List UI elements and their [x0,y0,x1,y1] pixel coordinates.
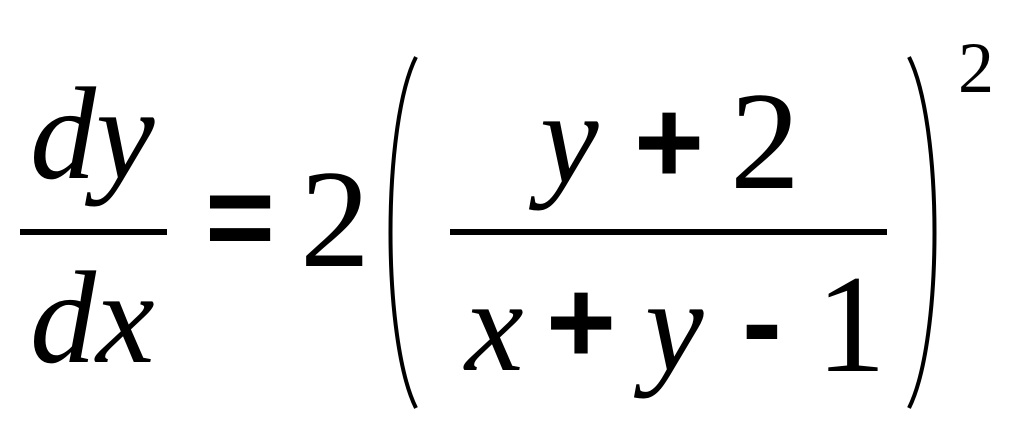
lhs-numerator: dy [30,60,155,207]
lhs-denominator: dx [30,244,155,391]
rhs-numerator-constant: 2 [730,64,800,219]
coefficient: 2 [300,142,370,297]
rhs-denominator-y: y [645,252,704,399]
left-parenthesis-icon [388,56,418,409]
lhs-fraction-bar [20,229,167,235]
rhs-denominator-minus: - [742,255,782,389]
rhs-numerator-y: y [540,64,599,211]
rhs-denominator-x: x [465,252,524,399]
equals-sign: = [205,150,276,284]
rhs-fraction-bar [450,229,887,235]
exponent: 2 [958,28,994,108]
rhs-denominator-plus: + [546,255,617,389]
rhs-numerator-plus: + [634,75,705,209]
right-parenthesis-icon [907,56,937,409]
rhs-denominator-constant: 1 [816,247,886,402]
